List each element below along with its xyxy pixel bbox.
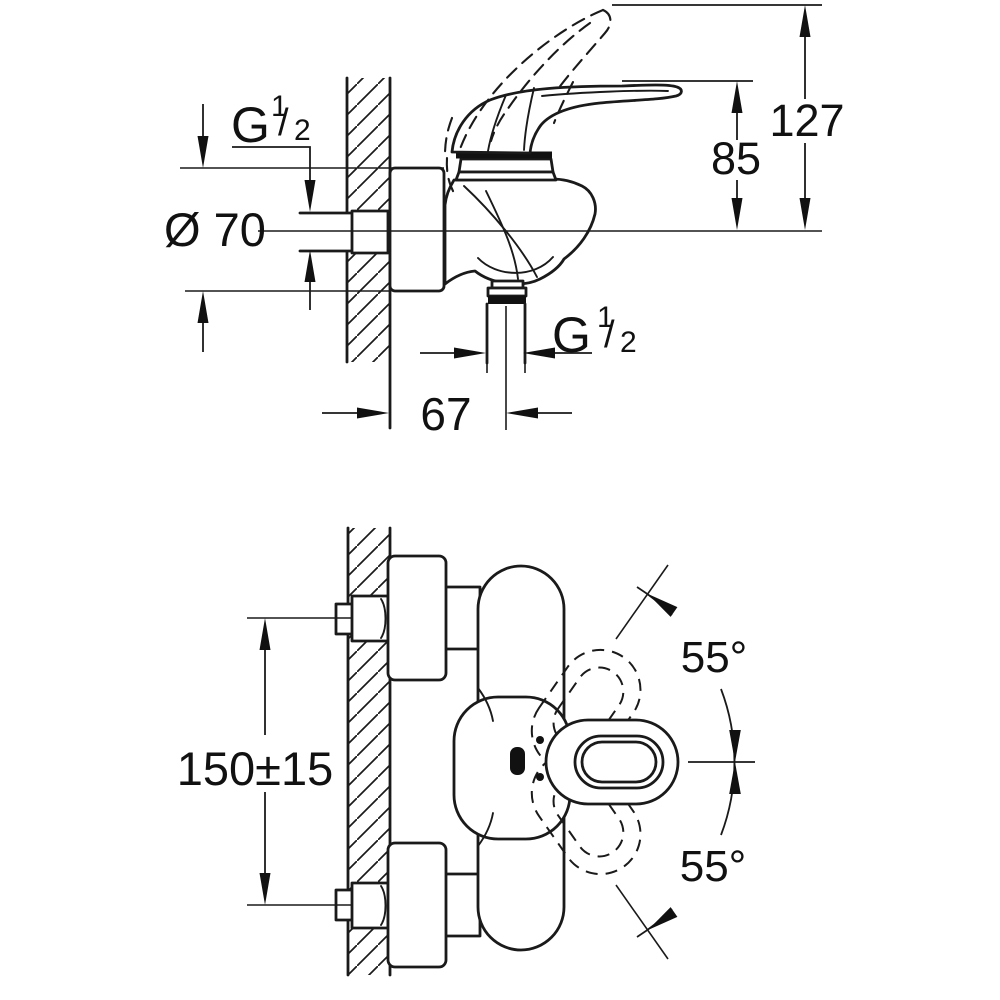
dim-angle-up-label: 55°	[681, 633, 748, 682]
supply-pipe-stub	[298, 209, 390, 255]
hex-nut-side	[350, 209, 390, 255]
dimension-thread-top: G 1 / 2	[231, 90, 316, 310]
lever-handle-side	[450, 83, 683, 155]
dim-diameter-label: Ø 70	[164, 203, 266, 256]
mount-connection-bottom	[334, 841, 482, 969]
escutcheon-side	[388, 166, 446, 293]
dim-thread-bottom-slash: /	[604, 314, 615, 356]
dim-offset-67-label: 67	[420, 388, 471, 440]
lever-handle-raised-dashed	[443, 8, 612, 198]
escutcheon-top	[386, 554, 448, 682]
dimension-thread-bottom: G 1 / 2	[420, 301, 637, 363]
dim-thread-bottom-denominator: 2	[620, 326, 637, 359]
lever-handle-front	[510, 718, 680, 806]
dimension-diameter-70: Ø 70	[164, 104, 266, 352]
outlet-pipe	[485, 279, 528, 430]
front-view: 150±15 55° 55°	[177, 526, 755, 977]
dimension-swivel-angles: 55° 55°	[615, 564, 755, 960]
dim-spacing-150-label: 150±15	[177, 742, 334, 795]
escutcheon-bottom	[386, 841, 448, 969]
dim-thread-bottom-g: G	[552, 307, 591, 363]
indicator-dot-top	[536, 736, 544, 744]
dim-angle-down-label: 55°	[680, 842, 747, 891]
indicator-dot-bottom	[536, 773, 544, 781]
cartridge-cap	[454, 151, 558, 182]
dimension-height-127: 127	[769, 5, 845, 230]
dim-thread-top-slash: /	[278, 102, 289, 144]
side-view: Ø 70 G 1 / 2 127 85	[164, 4, 845, 440]
dim-height-127-label: 127	[769, 95, 844, 146]
mount-connection-top	[334, 554, 482, 682]
dim-thread-top-g: G	[231, 97, 270, 153]
dim-thread-bottom-numerator: 1	[597, 301, 614, 334]
extension-lines-side	[180, 4, 822, 292]
dimension-spacing-150: 150±15	[177, 617, 352, 906]
dim-thread-top-numerator: 1	[271, 90, 288, 123]
temperature-marker	[510, 747, 525, 775]
dimension-height-85: 85	[711, 81, 761, 230]
dim-thread-top-denominator: 2	[294, 114, 311, 147]
dim-height-85-label: 85	[711, 133, 761, 184]
dimension-offset-67: 67	[322, 388, 572, 440]
